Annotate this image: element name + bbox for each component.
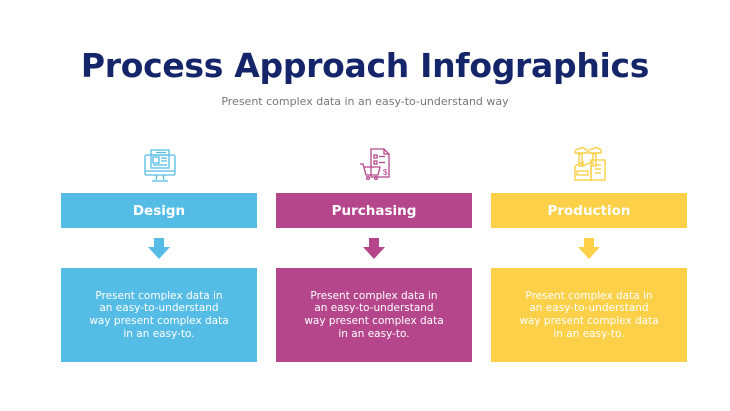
step-body-text: Present complex data in an easy-to-under…: [519, 289, 659, 340]
step-header-production: Production: [491, 193, 687, 228]
page-subtitle: Present complex data in an easy-to-under…: [221, 95, 509, 108]
step-design: Design Present complex data in an easy-t…: [61, 140, 257, 365]
step-body-production: Present complex data in an easy-to-under…: [491, 268, 687, 362]
step-header-purchasing: Purchasing: [276, 193, 472, 228]
shopping-cart-invoice-icon: $: [360, 148, 390, 181]
page-title: Process Approach Infographics: [80, 46, 650, 85]
step-purchasing: $ Purchasing Present complex data in an …: [276, 140, 472, 365]
step-body-design: Present complex data in an easy-to-under…: [61, 268, 257, 362]
factory-icon: [574, 146, 606, 181]
step-header-design: Design: [61, 193, 257, 228]
step-body-text: Present complex data in an easy-to-under…: [89, 289, 229, 340]
arrow-down-icon: [363, 238, 385, 259]
step-body-purchasing: Present complex data in an easy-to-under…: [276, 268, 472, 362]
arrow-down-icon: [148, 238, 170, 259]
step-production: Production Present complex data in an ea…: [491, 140, 687, 365]
arrow-down-icon: [578, 238, 600, 259]
computer-monitor-icon: [144, 149, 176, 182]
svg-text:$: $: [383, 168, 388, 177]
step-body-text: Present complex data in an easy-to-under…: [304, 289, 444, 340]
